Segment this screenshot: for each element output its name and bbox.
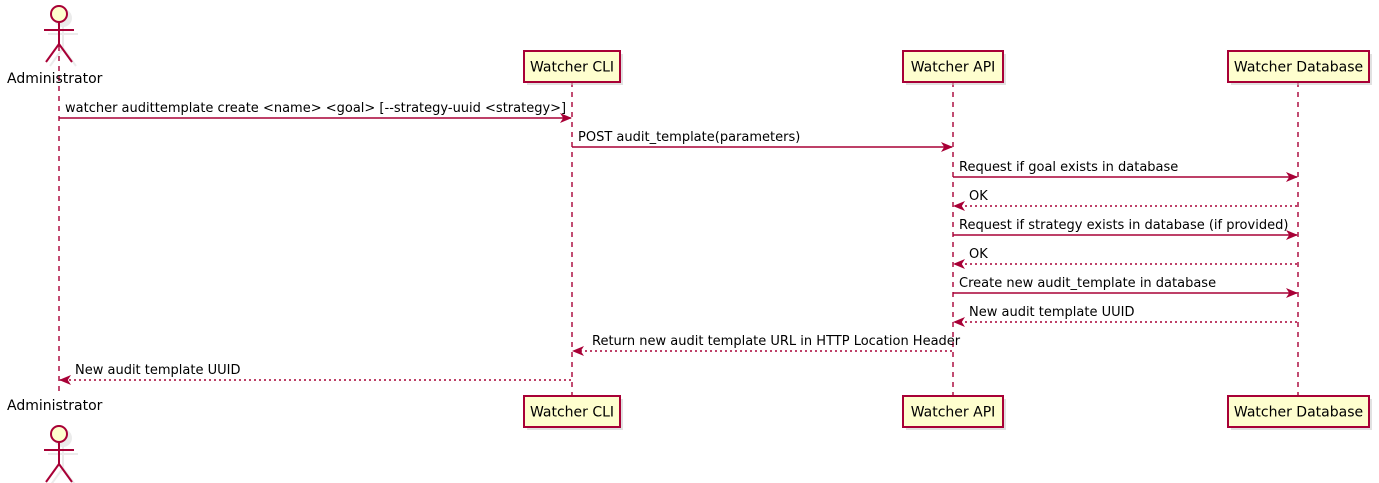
participant-header-box-watcher-database[interactable] [1227,50,1370,83]
message-label-2: POST audit_template(parameters) [578,130,800,145]
participant-footer-label-watcher-cli: Watcher CLI [530,405,614,421]
participant-footer-box-watcher-database[interactable] [1227,395,1370,428]
participant-header-label-watcher-api: Watcher API [911,60,996,76]
administrator-top-label: Administrator [7,71,103,87]
administrator-bottom-head [50,425,68,443]
administrator-bottom-leg-left [45,463,60,483]
administrator-bottom-label: Administrator [7,398,103,414]
lifelines-group [58,46,1299,396]
message-label-4: OK [969,189,988,204]
administrator-bottom-leg-right [58,463,73,483]
header-boxes-group: Watcher CLI Watcher API Watcher Database [523,50,1372,85]
message-label-8: New audit template UUID [969,305,1134,320]
participant-footer-box-watcher-api[interactable] [902,395,1004,428]
participant-header-box-watcher-api[interactable] [902,50,1004,83]
administrator-top-head [50,5,68,23]
administrator-bottom-leg-left [50,467,64,483]
message-label-9: Return new audit template URL in HTTP Lo… [592,334,961,349]
administrator-top-figure[interactable] [44,5,74,63]
messages-group: watcher audittemplate create <name> <goa… [59,101,1298,385]
message-label-6: OK [969,247,988,262]
participant-footer-box-watcher-cli[interactable] [523,395,621,428]
participant-header-box-watcher-cli[interactable] [523,50,621,83]
participant-footer-label-watcher-database: Watcher Database [1234,405,1363,421]
footer-boxes-group: Watcher CLI Watcher API Watcher Database [523,395,1372,430]
participant-footer-label-watcher-api: Watcher API [911,405,996,421]
administrator-top-leg-right [58,43,73,63]
participant-header-label-watcher-database: Watcher Database [1234,60,1363,76]
message-label-5: Request if strategy exists in database (… [959,218,1288,233]
message-label-7: Create new audit_template in database [959,276,1216,291]
message-label-10: New audit template UUID [75,363,240,378]
message-label-1: watcher audittemplate create <name> <goa… [65,101,566,116]
administrator-top-leg-left [49,47,64,67]
administrator-bottom-leg-right [62,467,76,483]
administrator-top-leg-left [45,43,60,63]
participant-header-label-watcher-cli: Watcher CLI [530,60,614,76]
administrator-bottom-figure[interactable] [44,425,74,483]
message-label-3: Request if goal exists in database [959,160,1178,175]
